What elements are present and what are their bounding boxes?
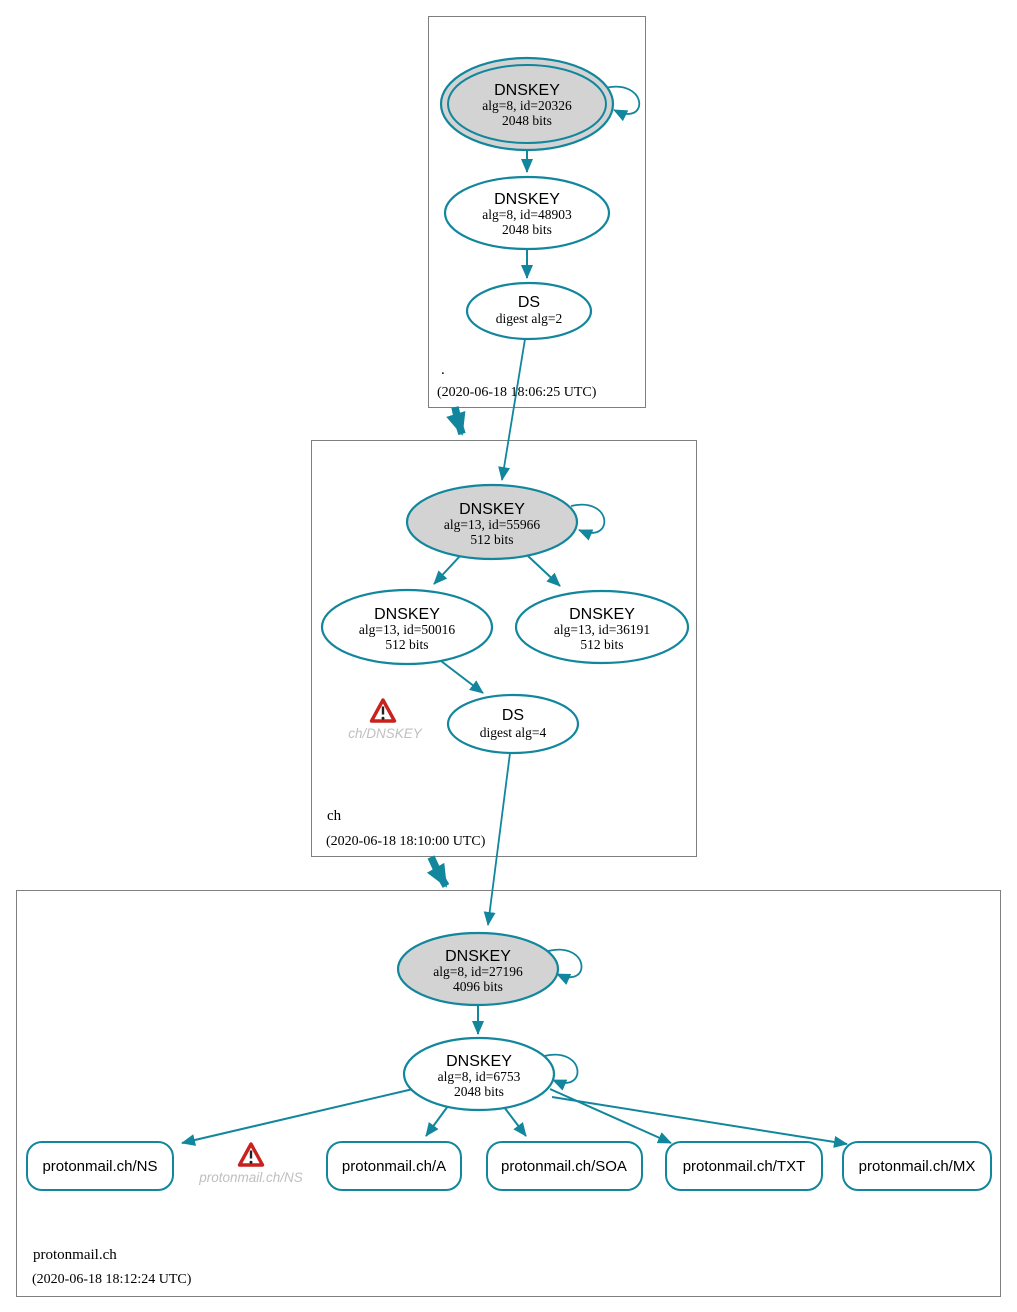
rrset-soa-label: protonmail.ch/SOA	[501, 1158, 627, 1175]
zone-timestamp-ch: (2020-06-18 18:10:00 UTC)	[326, 834, 486, 849]
edge-delegation-root-to-ch	[446, 406, 466, 436]
ch-zsk2-title: DNSKEY	[569, 606, 635, 623]
ch-ksk-detail1: alg=13, id=55966	[444, 517, 540, 532]
edge-root-ds-to-ch-ksk	[498, 338, 526, 481]
ch-zsk1-title: DNSKEY	[374, 606, 440, 623]
rrset-protonmail-a[interactable]: protonmail.ch/A	[326, 1141, 462, 1191]
node-root-ds[interactable]: DS digest alg=2	[465, 281, 593, 341]
edge-root-ksk-selfloop	[604, 85, 641, 122]
node-ch-zsk1[interactable]: DNSKEY alg=13, id=50016 512 bits	[320, 588, 494, 666]
edge-ch-ksk-to-zsk1	[433, 555, 461, 585]
node-root-ksk[interactable]: DNSKEY alg=8, id=20326 2048 bits	[439, 56, 615, 152]
ch-ksk-detail2: 512 bits	[470, 532, 513, 547]
node-ch-zsk2[interactable]: DNSKEY alg=13, id=36191 512 bits	[514, 589, 690, 665]
edge-protonmail-zsk-selfloop	[543, 1053, 579, 1091]
ch-ksk-title: DNSKEY	[459, 501, 525, 518]
warning-icon-ch-dnskey	[369, 698, 397, 723]
node-protonmail-ksk[interactable]: DNSKEY alg=8, id=27196 4096 bits	[396, 931, 560, 1007]
node-ch-ksk[interactable]: DNSKEY alg=13, id=55966 512 bits	[405, 483, 579, 561]
edge-zsk-to-soa	[503, 1106, 527, 1137]
rrset-ns-label: protonmail.ch/NS	[42, 1158, 157, 1175]
warning-label-protonmail-ns: protonmail.ch/NS	[198, 1170, 303, 1185]
zone-timestamp-protonmail: (2020-06-18 18:12:24 UTC)	[32, 1272, 192, 1287]
edge-protonmail-ksk-selfloop	[547, 948, 583, 985]
ch-zsk2-detail1: alg=13, id=36191	[554, 622, 650, 637]
root-ds-title: DS	[518, 294, 540, 311]
edge-ch-ksk-to-zsk2	[527, 555, 561, 587]
warning-label-ch-dnskey: ch/DNSKEY	[348, 726, 423, 741]
root-zsk-detail1: alg=8, id=48903	[482, 207, 572, 222]
zone-label-ch: ch	[327, 808, 342, 824]
node-protonmail-zsk[interactable]: DNSKEY alg=8, id=6753 2048 bits	[402, 1036, 556, 1112]
ch-ds-title: DS	[502, 707, 524, 724]
rrset-protonmail-mx[interactable]: protonmail.ch/MX	[842, 1141, 992, 1191]
protonmail-ksk-detail2: 4096 bits	[453, 979, 503, 994]
root-ds-detail1: digest alg=2	[496, 311, 562, 326]
zone-timestamp-root: (2020-06-18 18:06:25 UTC)	[437, 385, 597, 400]
protonmail-ksk-title: DNSKEY	[445, 948, 511, 965]
zone-box-ch	[311, 440, 697, 857]
ch-zsk1-detail1: alg=13, id=50016	[359, 622, 455, 637]
edge-ch-zsk1-to-ds	[440, 660, 484, 694]
warning-icon-protonmail-ns	[237, 1142, 265, 1167]
root-ksk-detail1: alg=8, id=20326	[482, 98, 572, 113]
rrset-protonmail-txt[interactable]: protonmail.ch/TXT	[665, 1141, 823, 1191]
rrset-protonmail-soa[interactable]: protonmail.ch/SOA	[486, 1141, 643, 1191]
edge-zsk-to-ns	[181, 1088, 414, 1146]
edge-ch-ds-to-protonmail-ksk	[483, 752, 511, 926]
protonmail-ksk-detail1: alg=8, id=27196	[433, 964, 523, 979]
ch-ds-detail1: digest alg=4	[480, 725, 547, 740]
root-ksk-detail2: 2048 bits	[502, 113, 552, 128]
zone-box-protonmail	[16, 890, 1001, 1297]
protonmail-zsk-detail2: 2048 bits	[454, 1084, 504, 1099]
rrset-mx-label: protonmail.ch/MX	[859, 1158, 976, 1175]
root-zsk-title: DNSKEY	[494, 191, 560, 208]
zone-box-root	[428, 16, 646, 408]
rrset-protonmail-ns[interactable]: protonmail.ch/NS	[26, 1141, 174, 1191]
edge-zsk-to-txt	[549, 1088, 672, 1144]
edge-delegation-ch-to-protonmail	[426, 855, 450, 888]
edge-zsk-to-mx	[551, 1096, 848, 1148]
node-root-zsk[interactable]: DNSKEY alg=8, id=48903 2048 bits	[443, 175, 611, 251]
protonmail-zsk-title: DNSKEY	[446, 1053, 512, 1070]
protonmail-zsk-detail1: alg=8, id=6753	[438, 1069, 521, 1084]
ch-zsk1-detail2: 512 bits	[385, 637, 428, 652]
rrset-a-label: protonmail.ch/A	[342, 1158, 446, 1175]
root-zsk-detail2: 2048 bits	[502, 222, 552, 237]
node-ch-ds[interactable]: DS digest alg=4	[446, 693, 580, 755]
edge-ch-ksk-selfloop	[570, 503, 606, 541]
zone-label-protonmail: protonmail.ch	[33, 1247, 117, 1263]
ch-zsk2-detail2: 512 bits	[580, 637, 623, 652]
rrset-txt-label: protonmail.ch/TXT	[683, 1158, 806, 1175]
zone-label-root: .	[441, 362, 445, 378]
edge-zsk-to-a	[425, 1105, 449, 1137]
root-ksk-title: DNSKEY	[494, 82, 560, 99]
